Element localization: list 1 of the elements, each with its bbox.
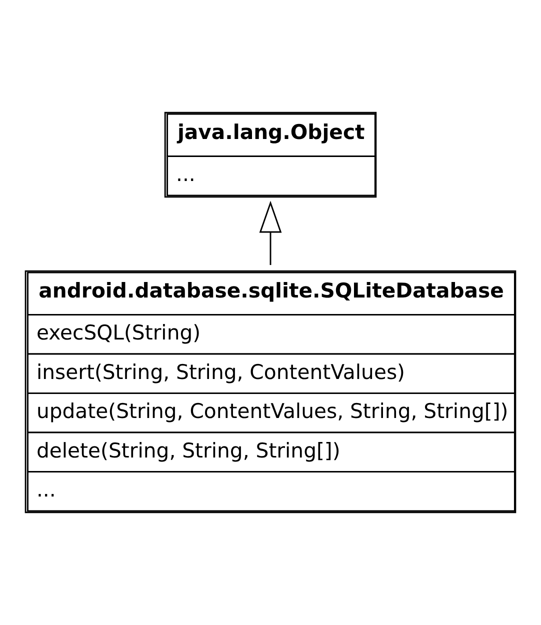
arrow xyxy=(259,200,282,266)
